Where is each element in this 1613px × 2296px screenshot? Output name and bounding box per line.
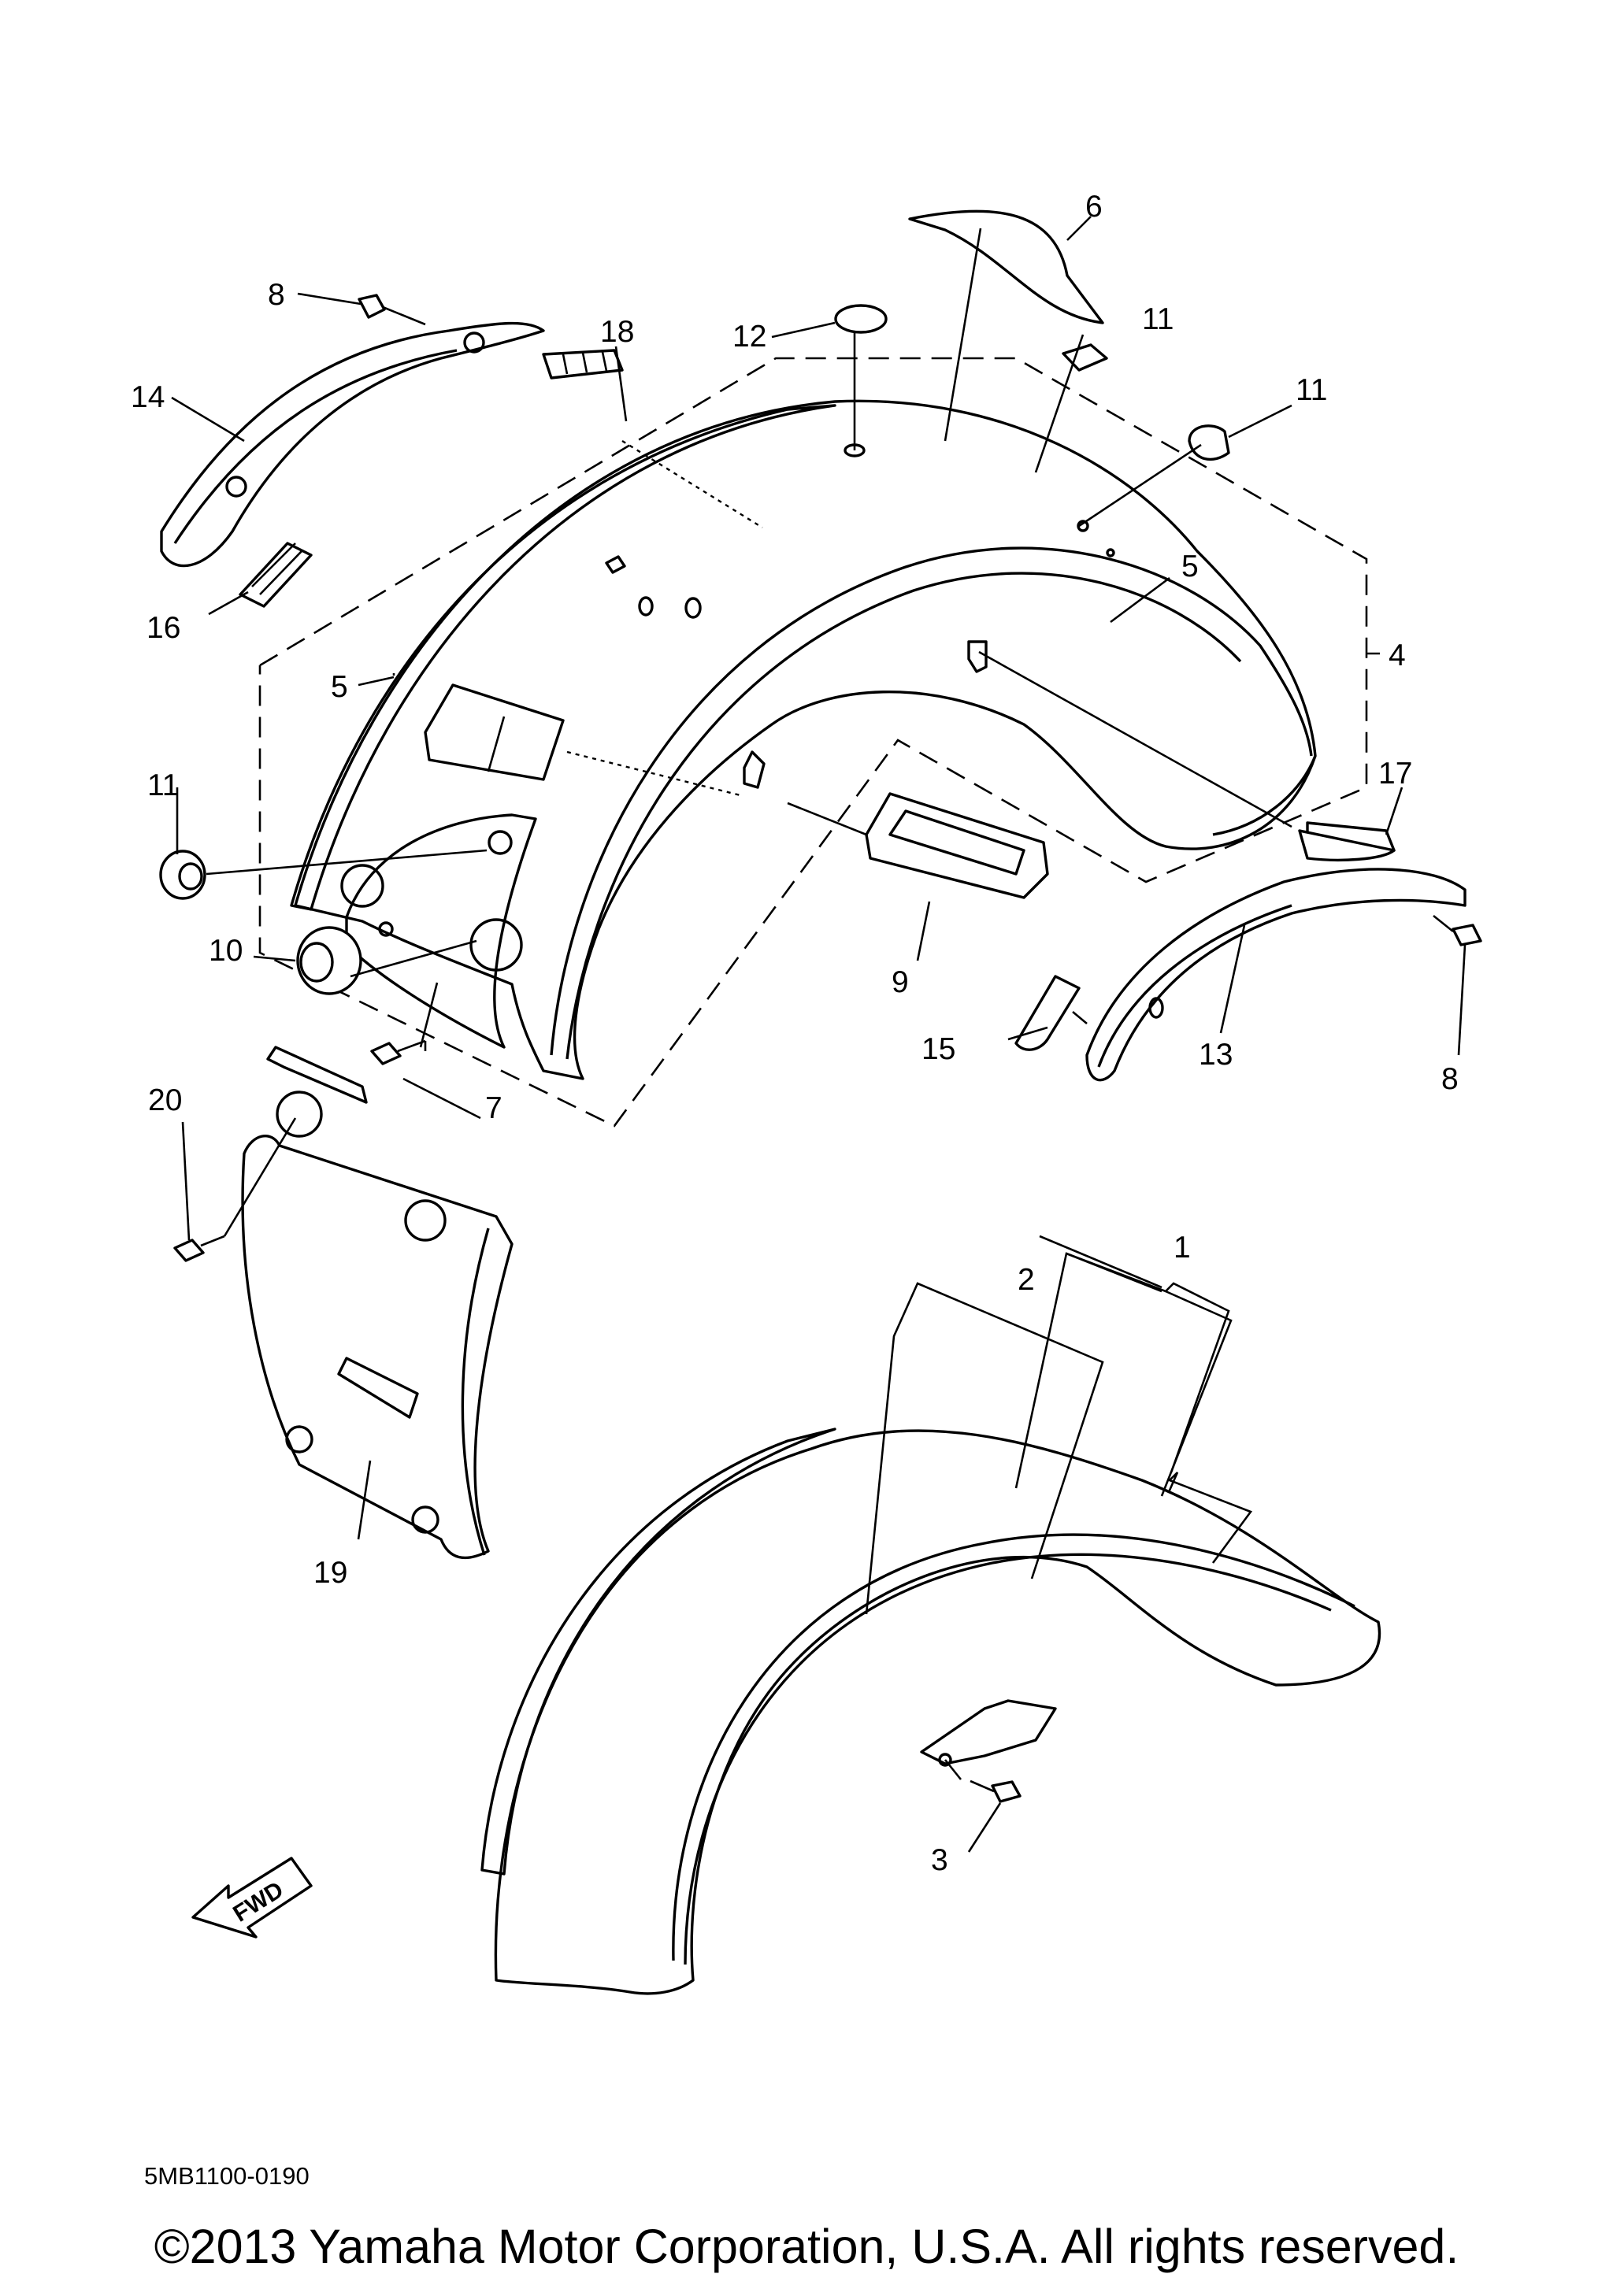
side-cover-19 [241, 1046, 514, 1560]
callout-18: 18 [600, 315, 634, 349]
emblem-12 [834, 304, 888, 334]
copyright-notice: ©2013 Yamaha Motor Corporation, U.S.A. A… [154, 2220, 1459, 2273]
rear-fender-group-boundary [258, 357, 1380, 1128]
callout-numbers: 1 2 3 4 5 5 6 7 8 8 9 10 11 11 11 12 13 … [131, 190, 1459, 1877]
callout-7: 7 [485, 1091, 502, 1125]
callout-2: 2 [1018, 1263, 1035, 1297]
callout-17: 17 [1378, 757, 1412, 791]
rear-fender [290, 399, 1396, 1080]
callout-20: 20 [148, 1083, 182, 1117]
bolt-3 [970, 1779, 1022, 1803]
callout-19: 19 [313, 1556, 347, 1590]
callout-11-right: 11 [1296, 373, 1328, 407]
diagram-code: 5MB1100-0190 [144, 2162, 310, 2190]
front-fender [480, 1428, 1381, 1995]
callout-8-top: 8 [268, 278, 285, 312]
callout-1: 1 [1174, 1231, 1191, 1265]
callout-16: 16 [146, 611, 180, 645]
callout-brackets [865, 1235, 1253, 1615]
callout-11-left: 11 [147, 768, 180, 802]
callout-3: 3 [931, 1843, 948, 1877]
grommet-11-left [159, 850, 206, 900]
fwd-arrow-icon: FWD [191, 1857, 313, 1939]
callout-9: 9 [892, 965, 909, 999]
grommet-11-top [1062, 343, 1108, 372]
bolt-8-top [358, 294, 426, 326]
rail-14 [160, 321, 545, 568]
callout-4: 4 [1389, 639, 1406, 672]
callout-10: 10 [209, 934, 243, 968]
cap-17 [1298, 829, 1396, 861]
bolt-8-right [1433, 914, 1482, 946]
callout-8-right: 8 [1441, 1062, 1459, 1096]
callout-11-top: 11 [1142, 302, 1174, 336]
trim-piece-6 [908, 209, 1104, 324]
lens-9 [865, 792, 1049, 899]
bolt-20 [173, 1235, 225, 1262]
grille-18 [542, 349, 624, 380]
leader-lines [171, 216, 1467, 1853]
callout-14: 14 [131, 380, 165, 414]
rail-13 [1085, 868, 1467, 1082]
callout-6: 6 [1085, 190, 1103, 224]
callout-15: 15 [921, 1032, 955, 1066]
grommet-11-right [1188, 424, 1230, 461]
callout-13: 13 [1199, 1038, 1233, 1072]
grille-16 [239, 542, 313, 608]
grommet-10 [296, 926, 362, 995]
bolt-7 [370, 1039, 426, 1065]
callout-5-right: 5 [1181, 550, 1199, 583]
callout-5-left: 5 [331, 670, 348, 704]
callout-12: 12 [732, 320, 766, 354]
cap-15 [1014, 975, 1081, 1051]
